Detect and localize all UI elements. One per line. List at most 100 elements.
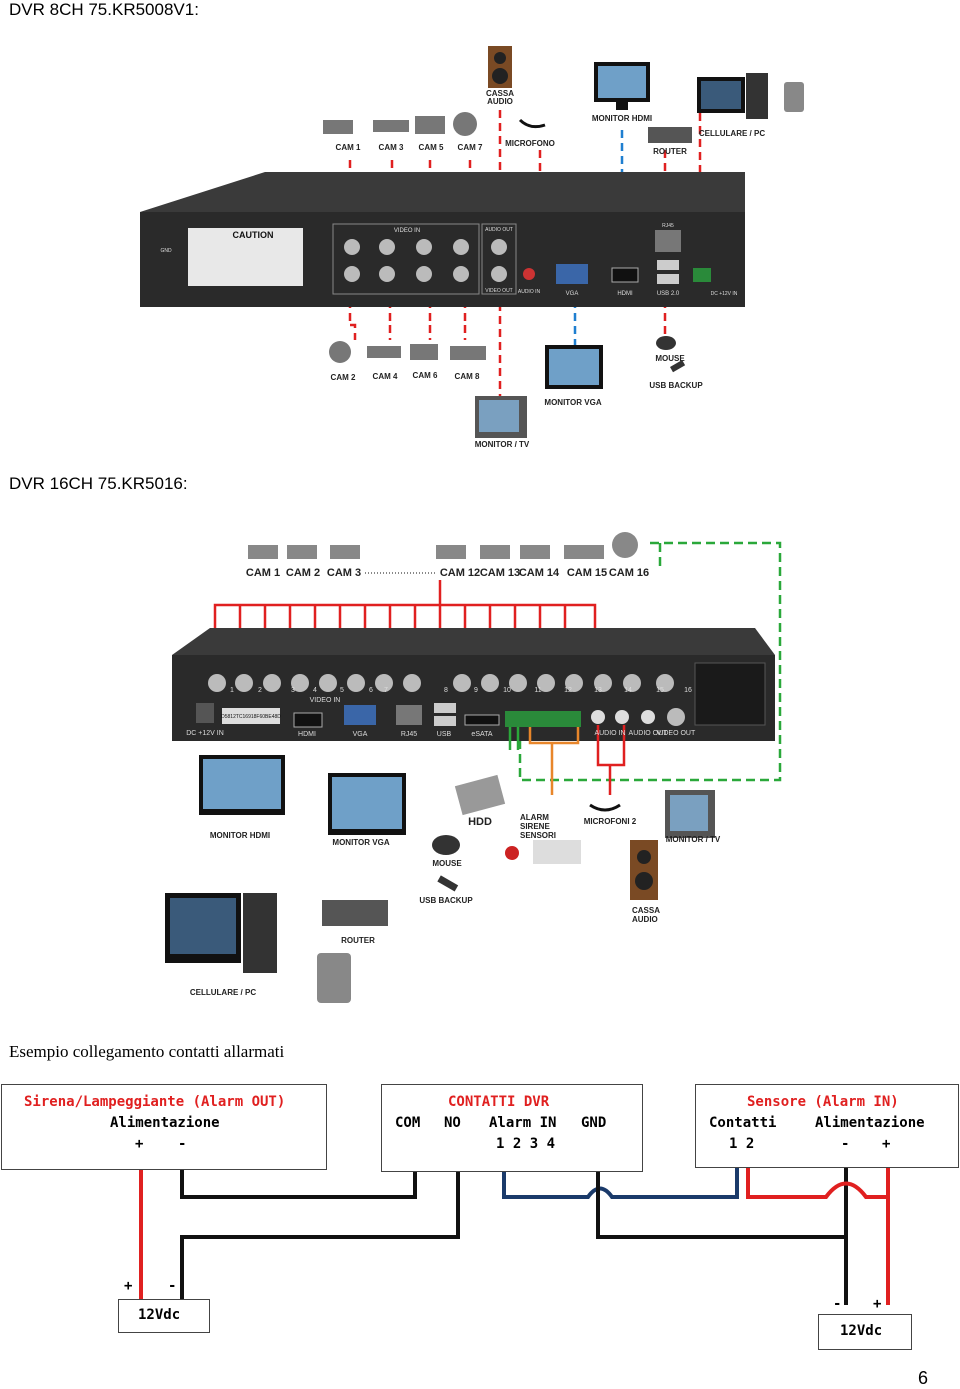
svg-text:CELLULARE / PC: CELLULARE / PC xyxy=(190,988,256,997)
svg-text:CAM 5: CAM 5 xyxy=(419,143,444,152)
psu-right-box xyxy=(818,1314,912,1350)
alarm-in-label: Alarm IN xyxy=(489,1115,557,1131)
svg-text:16: 16 xyxy=(684,687,692,694)
speaker-icon xyxy=(488,46,512,88)
svg-text:3: 3 xyxy=(291,687,295,694)
svg-text:14: 14 xyxy=(624,687,632,694)
svg-text:15: 15 xyxy=(656,687,664,694)
svg-text:HDD: HDD xyxy=(468,816,492,828)
svg-text:CAM 8: CAM 8 xyxy=(455,372,480,381)
siren-minus: - xyxy=(178,1136,187,1152)
svg-text:5: 5 xyxy=(340,687,344,694)
svg-text:VIDEO OUT: VIDEO OUT xyxy=(485,288,513,294)
svg-text:MOUSE: MOUSE xyxy=(655,354,685,363)
alarm-in-numbers: 1 2 3 4 xyxy=(496,1136,556,1152)
svg-text:VGA: VGA xyxy=(353,731,368,738)
svg-text:HDMI: HDMI xyxy=(617,291,633,297)
svg-text:MONITOR HDMI: MONITOR HDMI xyxy=(592,114,652,123)
svg-text:VIDEO OUT: VIDEO OUT xyxy=(657,730,696,737)
svg-text:HDMI: HDMI xyxy=(298,731,316,738)
siren-title: Sirena/Lampeggiante (Alarm OUT) xyxy=(24,1094,286,1110)
svg-text:CAM 15: CAM 15 xyxy=(567,567,607,579)
svg-text:8: 8 xyxy=(444,687,448,694)
svg-text:MONITOR HDMI: MONITOR HDMI xyxy=(210,831,270,840)
svg-text:CAM 13: CAM 13 xyxy=(480,567,520,579)
svg-text:CELLULARE / PC: CELLULARE / PC xyxy=(699,129,765,138)
psu-left-label: 12Vdc xyxy=(138,1307,181,1323)
section2-title: DVR 16CH 75.KR5016: xyxy=(9,474,188,493)
sensor-contact-numbers: 1 2 xyxy=(729,1136,755,1152)
svg-text:AUDIO OUT: AUDIO OUT xyxy=(629,730,669,737)
svg-text:4: 4 xyxy=(313,687,317,694)
siren-subtitle: Alimentazione xyxy=(110,1115,220,1131)
alarm-wiring-diagram xyxy=(139,1154,890,1305)
svg-text:6: 6 xyxy=(369,687,373,694)
svg-text:CAM 2: CAM 2 xyxy=(331,373,356,382)
svg-text:7: 7 xyxy=(384,687,388,694)
svg-text:MONITOR VGA: MONITOR VGA xyxy=(544,398,601,407)
svg-text:CAUTION: CAUTION xyxy=(233,230,274,240)
router-icon xyxy=(648,127,692,143)
svg-text:MICROFONI 2: MICROFONI 2 xyxy=(584,817,637,826)
section1-title: DVR 8CH 75.KR5008V1: xyxy=(9,0,199,19)
svg-text:USB BACKUP: USB BACKUP xyxy=(649,381,703,390)
sensor-minus: - xyxy=(841,1136,850,1152)
psu-left-minus: - xyxy=(168,1278,177,1294)
dvr16-body xyxy=(172,628,775,741)
svg-text:eSATA: eSATA xyxy=(471,731,492,738)
dvr16-diagram: CAM 1 CAM 2 CAM 3 CAM 12 CAM 13 CAM 14 C… xyxy=(165,532,782,1003)
svg-text:11: 11 xyxy=(534,687,541,694)
svg-text:USB: USB xyxy=(437,731,452,738)
svg-text:ROUTER: ROUTER xyxy=(653,147,687,156)
svg-text:CAM 16: CAM 16 xyxy=(609,567,649,579)
svg-text:VIDEO IN: VIDEO IN xyxy=(310,697,341,704)
svg-text:CAM 2: CAM 2 xyxy=(286,567,320,579)
svg-text:CAM 14: CAM 14 xyxy=(519,567,560,579)
svg-text:MONITOR VGA: MONITOR VGA xyxy=(332,838,389,847)
com-label: COM xyxy=(395,1115,421,1131)
svg-text:DC +12V IN: DC +12V IN xyxy=(186,730,224,737)
section3-title: Esempio collegamento contatti allarmati xyxy=(9,1042,285,1061)
svg-text:AUDIO IN: AUDIO IN xyxy=(518,289,541,295)
page-number: 6 xyxy=(918,1368,929,1388)
sensor-title: Sensore (Alarm IN) xyxy=(747,1094,899,1110)
sensor-plus: + xyxy=(882,1136,891,1152)
svg-text:MOUSE: MOUSE xyxy=(432,859,462,868)
svg-text:CAM 1: CAM 1 xyxy=(336,143,361,152)
svg-text:9: 9 xyxy=(474,687,478,694)
svg-text:CAM 3: CAM 3 xyxy=(379,143,404,152)
svg-text:2: 2 xyxy=(258,687,262,694)
svg-text:AUDIO OUT: AUDIO OUT xyxy=(485,227,513,233)
svg-text:CAM 1: CAM 1 xyxy=(246,567,280,579)
dvr8-body xyxy=(140,172,745,307)
svg-text:DC +12V IN: DC +12V IN xyxy=(711,291,738,297)
no-label: NO xyxy=(444,1115,461,1131)
svg-text:GND: GND xyxy=(160,248,172,254)
svg-text:CAM 3: CAM 3 xyxy=(327,567,361,579)
svg-text:CAM 6: CAM 6 xyxy=(413,371,438,380)
svg-text:12: 12 xyxy=(564,687,572,694)
svg-text:RJ45: RJ45 xyxy=(662,223,674,229)
svg-text:USB BACKUP: USB BACKUP xyxy=(419,896,473,905)
dvr-contacts-title: CONTATTI DVR xyxy=(448,1094,550,1110)
svg-text:D5812TC16918F60BE48D: D5812TC16918F60BE48D xyxy=(221,714,281,720)
psu-right-plus: + xyxy=(873,1296,882,1312)
siren-box xyxy=(1,1084,327,1170)
svg-text:10: 10 xyxy=(503,687,511,694)
svg-text:AUDIO IN: AUDIO IN xyxy=(594,730,625,737)
gnd-label: GND xyxy=(581,1115,607,1131)
svg-text:1: 1 xyxy=(230,687,234,694)
svg-text:VGA: VGA xyxy=(566,291,579,297)
siren-plus: + xyxy=(135,1136,144,1152)
svg-text:MONITOR / TV: MONITOR / TV xyxy=(666,835,721,844)
psu-left-plus: + xyxy=(124,1278,133,1294)
svg-text:USB 2.0: USB 2.0 xyxy=(657,291,680,297)
svg-text:13: 13 xyxy=(594,687,602,694)
psu-right-label: 12Vdc xyxy=(840,1323,883,1339)
sensor-contacts-label: Contatti xyxy=(709,1115,777,1131)
psu-left-box xyxy=(118,1299,210,1333)
